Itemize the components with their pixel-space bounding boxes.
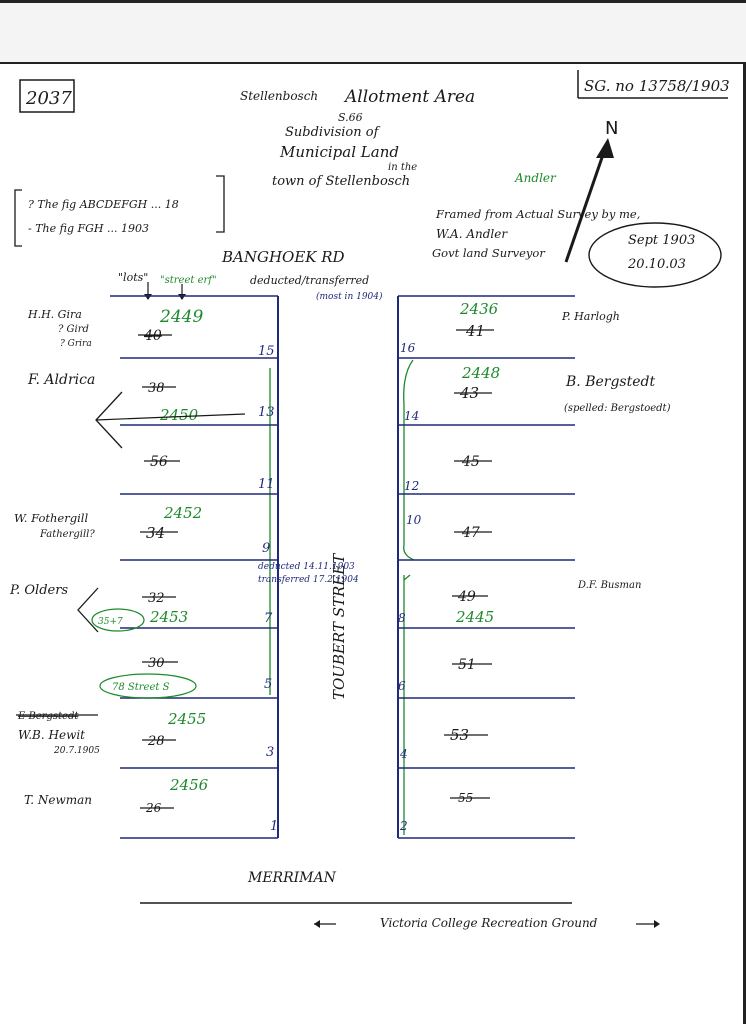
scan-border-edge <box>0 0 746 3</box>
left-lot-1-new-number: 2449 <box>159 307 203 327</box>
left-lot-1-owner-alt2: ? Grira <box>60 339 92 349</box>
street-transferred-note: transferred 17.2.1904 <box>258 575 359 585</box>
bottom-note: Victoria College Recreation Ground <box>380 916 598 930</box>
left-lot-5-new-number: 2453 <box>149 608 188 626</box>
north-label: N <box>605 118 618 139</box>
right-lot-3-old-number: 45 <box>461 454 480 470</box>
left-lot-8-owner: T. Newman <box>24 793 92 807</box>
right-lot-4-lot-number: 10 <box>406 513 422 527</box>
right-lot-lines <box>398 295 575 839</box>
right-lot-5-old-number: 49 <box>457 589 476 605</box>
left-lot-3-old-number: 56 <box>150 454 168 470</box>
left-lot-7-owner: W.B. Hewit <box>18 728 85 742</box>
left-lot-4-owner: W. Fothergill <box>14 511 88 525</box>
ref-number-box <box>19 79 75 113</box>
left-lot-5-lot-number: 7 <box>264 611 273 626</box>
right-lot-1-old-number: 41 <box>465 322 485 340</box>
survey-date1: Sept 1903 <box>628 233 695 248</box>
surveyor-name-correction: Andler <box>514 171 557 185</box>
subtitle-line2: Municipal Land <box>279 143 399 161</box>
subtitle-line1: Subdivision of <box>285 125 381 140</box>
left-lot-lines <box>110 295 278 839</box>
left-lot-1-owner-alt1: ? Gird <box>58 324 89 335</box>
right-lot-2-new-number: 2448 <box>461 364 500 382</box>
lots-label: "lots" <box>118 271 148 284</box>
right-lot-1-new-number: 2436 <box>459 300 499 318</box>
north-arrow-icon <box>564 145 608 263</box>
left-lot-4-lot-number: 9 <box>262 541 270 556</box>
title-main: Allotment Area <box>343 87 475 107</box>
left-lot-7-old-number: 28 <box>147 734 165 749</box>
scan-border-top <box>0 0 746 64</box>
surveyor-line2: W.A. Andler <box>436 227 508 241</box>
deducted-date: (most in 1904) <box>316 291 383 302</box>
left-lot-4-owner-alt1: Fathergill? <box>39 529 95 540</box>
sg-reference: SG. no 13758/1903 <box>584 77 730 95</box>
left-lot-2-new-number: 2450 <box>159 406 199 424</box>
left-lot-2-lot-number: 13 <box>258 405 275 420</box>
left-lot-1-lot-number: 15 <box>258 344 275 359</box>
left-lot-7-owner-date: 20.7.1905 <box>53 746 100 756</box>
figures-note-line1: ? The fig ABCDEFGH ... 18 <box>28 198 179 211</box>
left-lot-6-lot-number: 5 <box>264 677 272 692</box>
left-lot-8-new-number: 2456 <box>169 776 209 794</box>
left-lot-2-old-number: 38 <box>148 381 165 396</box>
left-lot-5-old-number: 32 <box>148 591 165 606</box>
left-lot-4-old-number: 34 <box>146 524 165 542</box>
street-name: TOUBERT STREET <box>330 553 348 700</box>
right-lot-2-lot-number: 14 <box>404 409 419 423</box>
street-erf-label: "street erf" <box>160 275 217 286</box>
right-lot-6-old-number: 51 <box>458 657 476 673</box>
left-lot-6-extra: 78 Street S <box>112 682 170 693</box>
right-lot-5-owner: D.F. Busman <box>577 580 641 591</box>
right-lot-2-owner: B. Bergstedt <box>565 374 655 390</box>
surveyor-line1: Framed from Actual Survey by me, <box>435 207 640 221</box>
right-lot-6-lot-number: 6 <box>398 679 406 693</box>
scan-border-right <box>743 62 746 1024</box>
figures-note-line2: - The fig FGH ... 1903 <box>28 222 149 235</box>
left-lot-7-new-number: 2455 <box>167 710 206 728</box>
left-lot-5-extra: 35+7 <box>98 617 123 627</box>
ref-number: 2037 <box>25 88 72 109</box>
left-lot-1-owner: H.H. Gira <box>27 308 82 321</box>
right-lot-7-lot-number: 4 <box>399 747 408 761</box>
street-deducted-note: deducted 14.11.1903 <box>258 562 355 572</box>
road-bottom-name: MERRIMAN <box>247 870 337 886</box>
right-lot-5-new-number: 2445 <box>455 608 494 626</box>
right-lot-8-lot-number: 2 <box>399 819 408 833</box>
left-lot-5-owner: P. Olders <box>9 583 68 598</box>
road-top-name: BANGHOEK RD <box>221 248 345 266</box>
surveyor-line3: Govt land Surveyor <box>432 246 546 260</box>
left-lot-6-old-number: 30 <box>148 656 165 671</box>
right-lot-1-owner: P. Harlogh <box>561 310 620 323</box>
right-lot-4-old-number: 47 <box>461 525 480 541</box>
title-sub: S.66 <box>338 111 363 124</box>
survey-date2: 20.10.03 <box>627 257 686 272</box>
subtitle-line3: in the <box>388 162 417 173</box>
right-lot-2-owner-note: (spelled: Bergstoedt) <box>564 403 671 414</box>
left-lot-4-new-number: 2452 <box>163 504 202 522</box>
title-place: Stellenbosch <box>240 89 318 103</box>
left-lot-2-owner: F. Aldrica <box>27 372 95 388</box>
left-lot-7-owner-struck: E Bergstedt <box>17 711 79 722</box>
date-circle <box>588 222 722 288</box>
subtitle-line4: town of Stellenbosch <box>272 174 410 189</box>
left-lot-7-lot-number: 3 <box>266 745 274 760</box>
left-lot-8-lot-number: 1 <box>270 819 278 834</box>
left-lot-1-old-number: 40 <box>143 328 162 344</box>
deducted-label: deducted/transferred <box>250 274 369 287</box>
left-lot-3-lot-number: 11 <box>258 477 275 492</box>
right-lot-1-lot-number: 16 <box>400 341 416 355</box>
right-lot-3-lot-number: 12 <box>404 479 419 493</box>
right-lot-5-lot-number: 8 <box>398 611 406 625</box>
